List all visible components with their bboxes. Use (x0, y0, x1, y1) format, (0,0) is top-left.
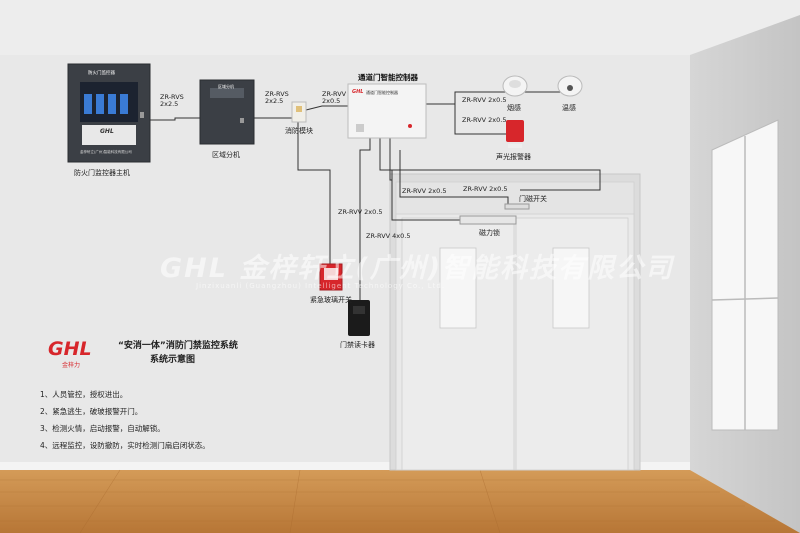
label-alarm: 声光报警器 (496, 153, 531, 161)
label-card-reader: 门禁读卡器 (340, 341, 375, 349)
glass-switch-device (319, 263, 343, 291)
feature-item: 3、检测火情，启动报警，自动解锁。 (40, 424, 165, 433)
label-controller: 通道门智能控制器 (358, 73, 418, 82)
cable-glass: ZR-RVV 2x0.5 (338, 208, 383, 216)
mag-lock-device (459, 215, 517, 225)
card-reader-device (348, 300, 370, 336)
title-line1: “安消一体”消防门禁监控系统 (118, 341, 238, 351)
cable-host-zone-type: ZR-RVS (160, 93, 184, 101)
alarm-device (506, 120, 524, 148)
label-zone-extension: 区域分机 (212, 151, 240, 159)
zone-screen-title: 区域分机 (218, 84, 234, 89)
label-heat: 温感 (562, 104, 576, 112)
fire-door-host-device (67, 63, 151, 163)
watermark: GHL 金梓轩立(广州)智能科技有限公司 (160, 253, 675, 284)
title-logo-sub: 金梓力 (62, 362, 81, 369)
title-logo: GHL (48, 338, 92, 360)
cable-door-switch-1: ZR-RVV 2x0.5 (402, 187, 447, 195)
door-switch-device (504, 203, 530, 210)
label-fire-door-host: 防火门监控器主机 (74, 169, 130, 177)
cable-zone-module-type: ZR-RVS (265, 90, 289, 98)
feature-item: 1、人员管控，授权进出。 (40, 390, 128, 399)
label-smoke: 烟感 (507, 104, 521, 112)
cable-module-ctrl-type: ZR-RVV (322, 90, 347, 98)
controller-brand: GHL (352, 89, 364, 95)
watermark-sub: Jinzixuanli (Guangzhou) Intelligent Tech… (196, 282, 446, 290)
feature-item: 2、紧急逃生，破玻报警开门。 (40, 407, 143, 416)
controller-device (347, 83, 427, 139)
controller-panel-text: 通道门智能控制器 (366, 90, 398, 95)
label-glass-switch: 紧急玻璃开关 (310, 296, 352, 304)
host-screen-title: 防火门监控器 (88, 71, 115, 76)
zone-extension-device (199, 79, 255, 145)
host-brand: GHL (100, 128, 114, 135)
title-line2: 系统示意图 (150, 355, 196, 365)
cable-ctrl-alarm: ZR-RVV 2x0.5 (462, 116, 507, 124)
label-fire-module: 消防模块 (285, 127, 313, 135)
cable-reader: ZR-RVV 4x0.5 (366, 232, 411, 240)
label-door-switch: 门磁开关 (519, 195, 547, 203)
host-company: 金梓轩立(广州)智能科技有限公司 (80, 150, 132, 154)
label-mag-lock: 磁力锁 (479, 229, 500, 237)
cable-zone-module-spec: 2x2.5 (265, 97, 284, 105)
feature-item: 4、远程监控，设防撤防，实时检测门扇启闭状态。 (40, 441, 210, 450)
heat-detector-device (557, 75, 583, 97)
fire-module-device (291, 101, 307, 123)
wiring (148, 91, 601, 300)
cable-host-zone-spec: 2x2.5 (160, 100, 179, 108)
cable-module-ctrl-spec: 2x0.5 (322, 97, 341, 105)
cable-ctrl-smoke: ZR-RVV 2x0.5 (462, 96, 507, 104)
cable-door-switch-2: ZR-RVV 2x0.5 (463, 185, 508, 193)
feature-list: 1、人员管控，授权进出。 2、紧急逃生，破玻报警开门。 3、检测火情，启动报警，… (40, 386, 210, 454)
smoke-detector-device (502, 75, 528, 97)
